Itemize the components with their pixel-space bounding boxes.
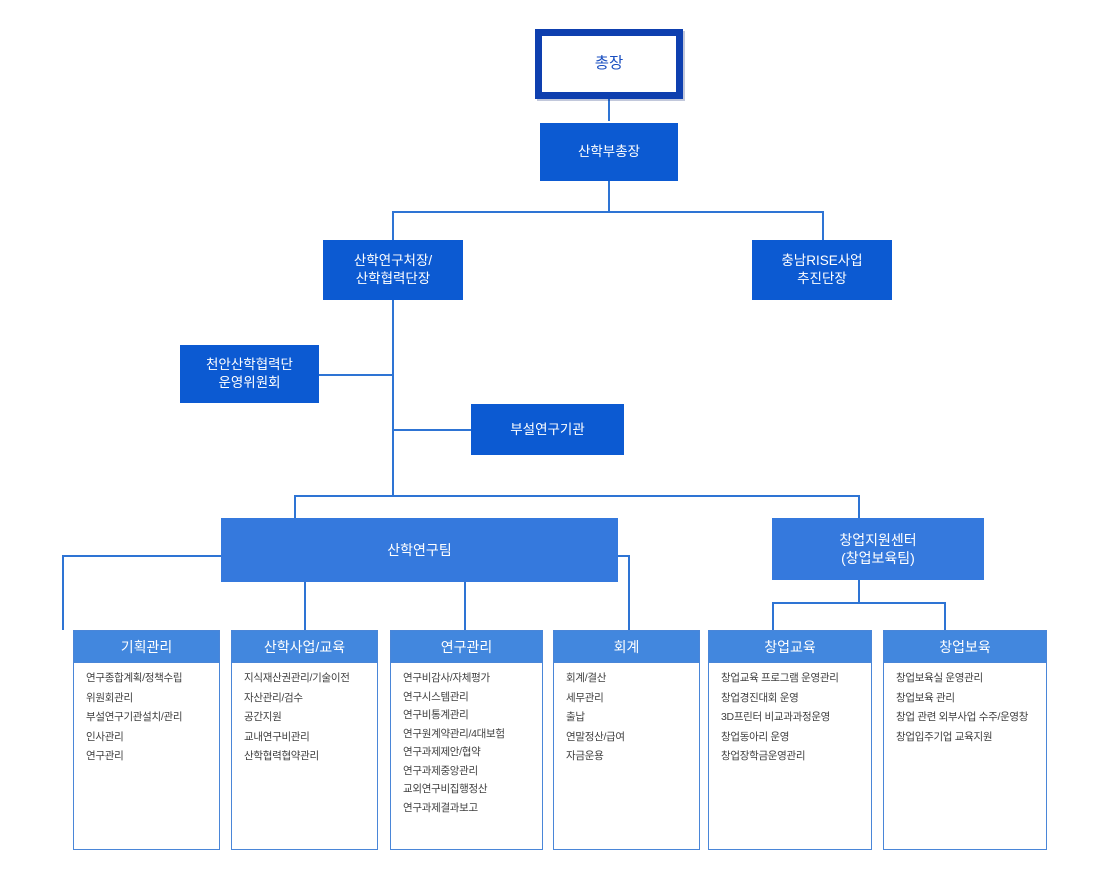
column-industry-business-education-body: 지식재산권관리/기술이전 자산관리/검수 공간지원 교내연구비관리 산학협력협약… xyxy=(232,663,377,849)
list-item: 교외연구비집행정산 xyxy=(403,783,488,795)
connector-team-bus xyxy=(294,495,860,497)
connector-president-vice xyxy=(608,98,610,121)
column-startup-education-body: 창업교육 프로그램 운영관리 창업경진대회 운영 3D프린터 비교과과정운영 창… xyxy=(709,663,871,849)
list-item: 창업동아리 운영 xyxy=(721,730,790,743)
list-item: 연구과제결과보고 xyxy=(403,801,478,814)
column-startup-education-header: 창업교육 xyxy=(709,631,871,663)
node-rise-director-label: 충남RISE사업 추진단장 xyxy=(781,253,863,286)
node-research-director[interactable]: 산학연구처장/ 산학협력단장 xyxy=(323,240,463,300)
column-accounting[interactable]: 회계 회계/결산 세무관리 출납 연말정산/급여 자금운용 xyxy=(553,630,700,850)
list-item: 3D프린터 비교과과정운영 xyxy=(721,711,831,723)
list-item: 창업경진대회 운영 xyxy=(721,691,799,704)
list-item: 세무관리 xyxy=(566,691,604,704)
list-item: 창업장학금운영관리 xyxy=(721,750,806,762)
list-item: 위원회관리 xyxy=(86,691,133,704)
list-item: 연구원계약관리/4대보험 xyxy=(403,727,505,740)
column-startup-incubation[interactable]: 창업보육 창업보육실 운영관리 창업보육 관리 창업 관련 외부사업 수주/운영… xyxy=(883,630,1047,850)
connector-team-drop-research xyxy=(464,582,466,630)
list-item: 창업입주기업 교육지원 xyxy=(896,730,993,743)
connector-left-rail-down xyxy=(62,555,64,630)
list-item: 창업교육 프로그램 운영관리 xyxy=(721,672,839,684)
list-item: 창업보육실 운영관리 xyxy=(896,672,983,684)
node-rise-director[interactable]: 충남RISE사업 추진단장 xyxy=(752,240,892,300)
list-item: 자금운용 xyxy=(566,750,604,762)
column-startup-education[interactable]: 창업교육 창업교육 프로그램 운영관리 창업경진대회 운영 3D프린터 비교과과… xyxy=(708,630,872,850)
list-item: 교내연구비관리 xyxy=(244,730,310,743)
list-item: 연구관리 xyxy=(86,750,124,762)
list-item: 부설연구기관설치/관리 xyxy=(86,711,183,723)
node-vice-president[interactable]: 산학부총장 xyxy=(540,123,678,181)
node-affiliated-institute[interactable]: 부설연구기관 xyxy=(471,404,624,455)
list-item: 자산관리/검수 xyxy=(244,691,303,704)
node-industry-research-team[interactable]: 산학연구팀 xyxy=(221,518,618,582)
connector-research-director-spine xyxy=(392,300,394,496)
node-steering-committee[interactable]: 천안산학협력단 운영위원회 xyxy=(180,345,319,403)
list-item: 지식재산권관리/기술이전 xyxy=(244,672,350,684)
column-research-management-body: 연구비감사/자체평가 연구시스템관리 연구비통계관리 연구원계약관리/4대보험 … xyxy=(391,663,542,849)
list-item: 연구비통계관리 xyxy=(403,709,469,721)
list-item: 회계/결산 xyxy=(566,672,607,684)
connector-vice-down xyxy=(608,181,610,212)
list-item: 창업보육 관리 xyxy=(896,691,955,704)
column-industry-business-education[interactable]: 산학사업/교육 지식재산권관리/기술이전 자산관리/검수 공간지원 교내연구비관… xyxy=(231,630,378,850)
connector-bus-startup-center xyxy=(858,495,860,518)
column-planning[interactable]: 기획관리 연구종합계획/정책수립 위원회관리 부설연구기관설치/관리 인사관리 … xyxy=(73,630,220,850)
list-item: 연구과제제안/협약 xyxy=(403,746,481,758)
node-startup-support-center-label: 창업지원센터 (창업보육팀) xyxy=(839,531,917,566)
node-president-label: 총장 xyxy=(594,54,624,72)
node-affiliated-institute-label: 부설연구기관 xyxy=(510,421,585,437)
connector-startup-incub-drop xyxy=(944,602,946,630)
list-item: 연구시스템관리 xyxy=(403,690,469,703)
column-research-management[interactable]: 연구관리 연구비감사/자체평가 연구시스템관리 연구비통계관리 연구원계약관리/… xyxy=(390,630,543,850)
list-item: 산학협력협약관리 xyxy=(244,750,319,762)
column-accounting-header: 회계 xyxy=(554,631,699,663)
connector-startup-edu-drop xyxy=(772,602,774,630)
node-vice-president-label: 산학부총장 xyxy=(577,144,641,160)
connector-startup-bus xyxy=(772,602,946,604)
list-item: 공간지원 xyxy=(244,711,282,723)
node-research-director-label: 산학연구처장/ 산학협력단장 xyxy=(353,253,433,286)
connector-startup-center-down xyxy=(858,580,860,603)
connector-bus-research-director xyxy=(392,211,394,240)
column-startup-incubation-body: 창업보육실 운영관리 창업보육 관리 창업 관련 외부사업 수주/운영창 창업입… xyxy=(884,663,1046,849)
list-item: 출납 xyxy=(566,711,585,723)
column-planning-body: 연구종합계획/정책수립 위원회관리 부설연구기관설치/관리 인사관리 연구관리 xyxy=(74,663,219,849)
list-item: 인사관리 xyxy=(86,730,124,743)
node-industry-research-team-label: 산학연구팀 xyxy=(387,541,452,558)
list-item: 창업 관련 외부사업 수주/운영창 xyxy=(896,711,1029,723)
connector-affiliated-institute xyxy=(392,429,472,431)
list-item: 연구비감사/자체평가 xyxy=(403,672,490,684)
connector-level3-bus xyxy=(392,211,824,213)
connector-team-left-rail xyxy=(62,555,222,557)
column-startup-incubation-header: 창업보육 xyxy=(884,631,1046,663)
node-president[interactable]: 총장 xyxy=(535,29,683,99)
connector-bus-industry-team xyxy=(294,495,296,518)
connector-team-drop-business xyxy=(304,582,306,630)
connector-bus-rise-director xyxy=(822,211,824,240)
column-research-management-header: 연구관리 xyxy=(391,631,542,663)
connector-steering-committee xyxy=(318,374,393,376)
list-item: 연구과제중앙관리 xyxy=(403,764,478,777)
node-startup-support-center[interactable]: 창업지원센터 (창업보육팀) xyxy=(772,518,984,580)
column-planning-header: 기획관리 xyxy=(74,631,219,663)
connector-right-rail-down xyxy=(628,555,630,630)
column-accounting-body: 회계/결산 세무관리 출납 연말정산/급여 자금운용 xyxy=(554,663,699,849)
list-item: 연구종합계획/정책수립 xyxy=(86,672,183,684)
column-industry-business-education-header: 산학사업/교육 xyxy=(232,631,377,663)
list-item: 연말정산/급여 xyxy=(566,730,625,743)
node-steering-committee-label: 천안산학협력단 운영위원회 xyxy=(206,357,293,390)
